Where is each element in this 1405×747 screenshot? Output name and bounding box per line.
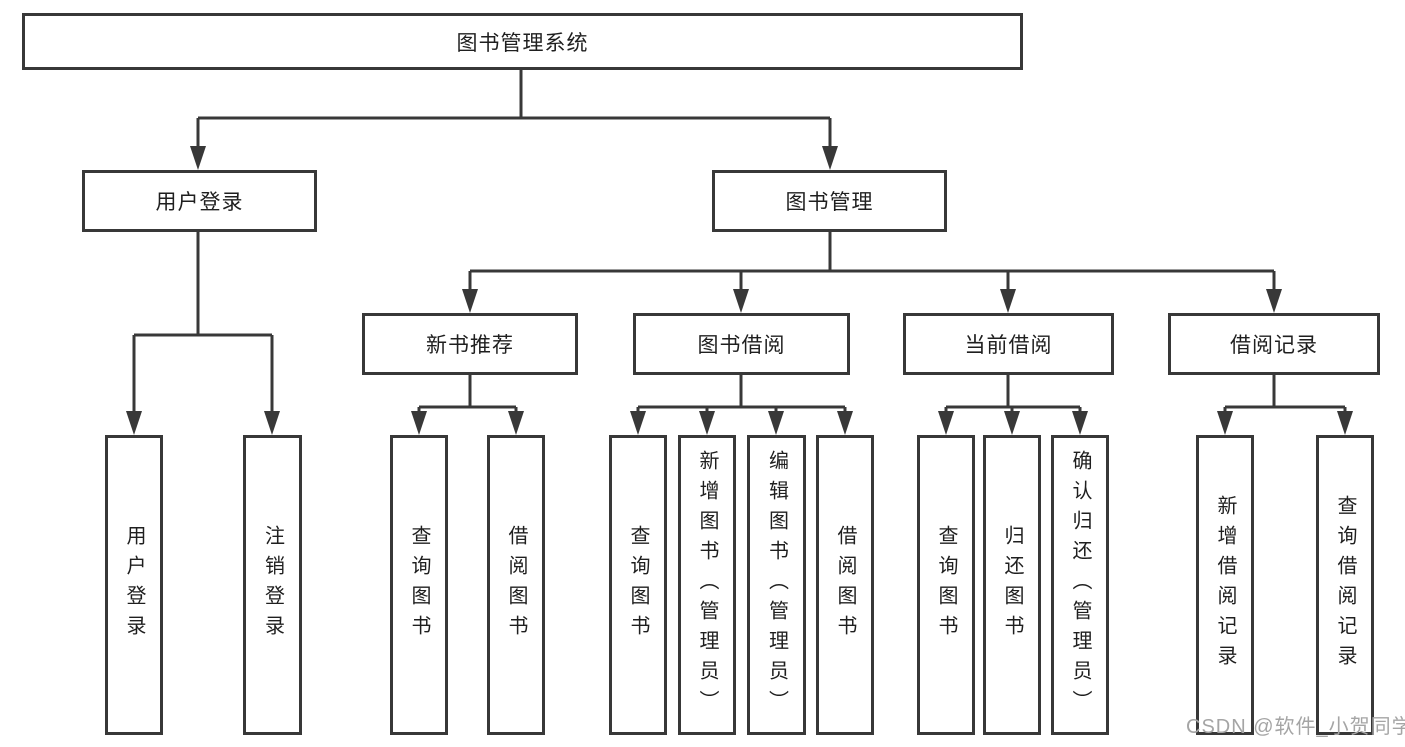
node-label: 注销登录 [261, 525, 284, 645]
node-label: 借阅记录 [1230, 334, 1318, 357]
leaf-add-borrow-record: 新增借阅记录 [1196, 435, 1254, 735]
leaf-query-books-recommend: 查询图书 [390, 435, 448, 735]
node-label: 借阅图书 [834, 525, 856, 645]
leaf-borrow-books-recommend: 借阅图书 [487, 435, 545, 735]
arrowheads [126, 146, 1353, 435]
leaf-query-borrow-record: 查询借阅记录 [1316, 435, 1374, 735]
leaf-edit-book-admin: 编辑图书（管理员） [747, 435, 806, 735]
connector-root [196, 70, 832, 150]
leaf-return-books: 归还图书 [983, 435, 1041, 735]
node-label: 用户登录 [123, 525, 145, 645]
node-book-management: 图书管理 [712, 170, 947, 232]
leaf-query-books-current: 查询图书 [917, 435, 975, 735]
node-label: 图书管理系统 [456, 31, 589, 55]
node-borrow-records: 借阅记录 [1168, 313, 1380, 375]
leaf-user-login: 用户登录 [105, 435, 163, 735]
node-label: 确认归还（管理员） [1069, 450, 1091, 720]
connector-borrow-records [1223, 375, 1347, 416]
leaf-confirm-return-admin: 确认归还（管理员） [1051, 435, 1109, 735]
connector-book-management [468, 232, 1276, 293]
node-label: 查询图书 [408, 525, 430, 645]
node-label: 编辑图书（管理员） [765, 450, 788, 720]
node-label: 新增借阅记录 [1214, 495, 1236, 675]
node-user-login: 用户登录 [82, 170, 317, 232]
node-label: 新书推荐 [426, 334, 514, 357]
node-label: 查询借阅记录 [1334, 495, 1356, 675]
csdn-watermark: CSDN @软件_小贺同学 [1186, 716, 1405, 738]
node-book-borrow: 图书借阅 [633, 313, 850, 375]
node-label: 当前借阅 [964, 334, 1053, 357]
node-label: 借阅图书 [505, 525, 527, 645]
node-current-borrow: 当前借阅 [903, 313, 1114, 375]
node-label: 查询图书 [627, 525, 649, 645]
node-label: 新增图书（管理员） [696, 450, 718, 720]
leaf-borrow-books-borrow: 借阅图书 [816, 435, 874, 735]
connector-user-login [132, 232, 274, 415]
node-library-management-system: 图书管理系统 [22, 13, 1023, 70]
node-label: 查询图书 [935, 525, 957, 645]
node-label: 图书管理 [785, 191, 874, 214]
leaf-add-book-admin: 新增图书（管理员） [678, 435, 736, 735]
node-new-book-recommend: 新书推荐 [362, 313, 578, 375]
node-label: 归还图书 [1001, 525, 1023, 645]
leaf-query-books-borrow: 查询图书 [609, 435, 667, 735]
node-label: 图书借阅 [697, 334, 786, 357]
connector-current-borrow [944, 375, 1082, 416]
node-label: 用户登录 [155, 191, 244, 214]
connector-book-borrow [636, 375, 847, 416]
leaf-logout: 注销登录 [243, 435, 302, 735]
connector-new-book [417, 375, 518, 416]
